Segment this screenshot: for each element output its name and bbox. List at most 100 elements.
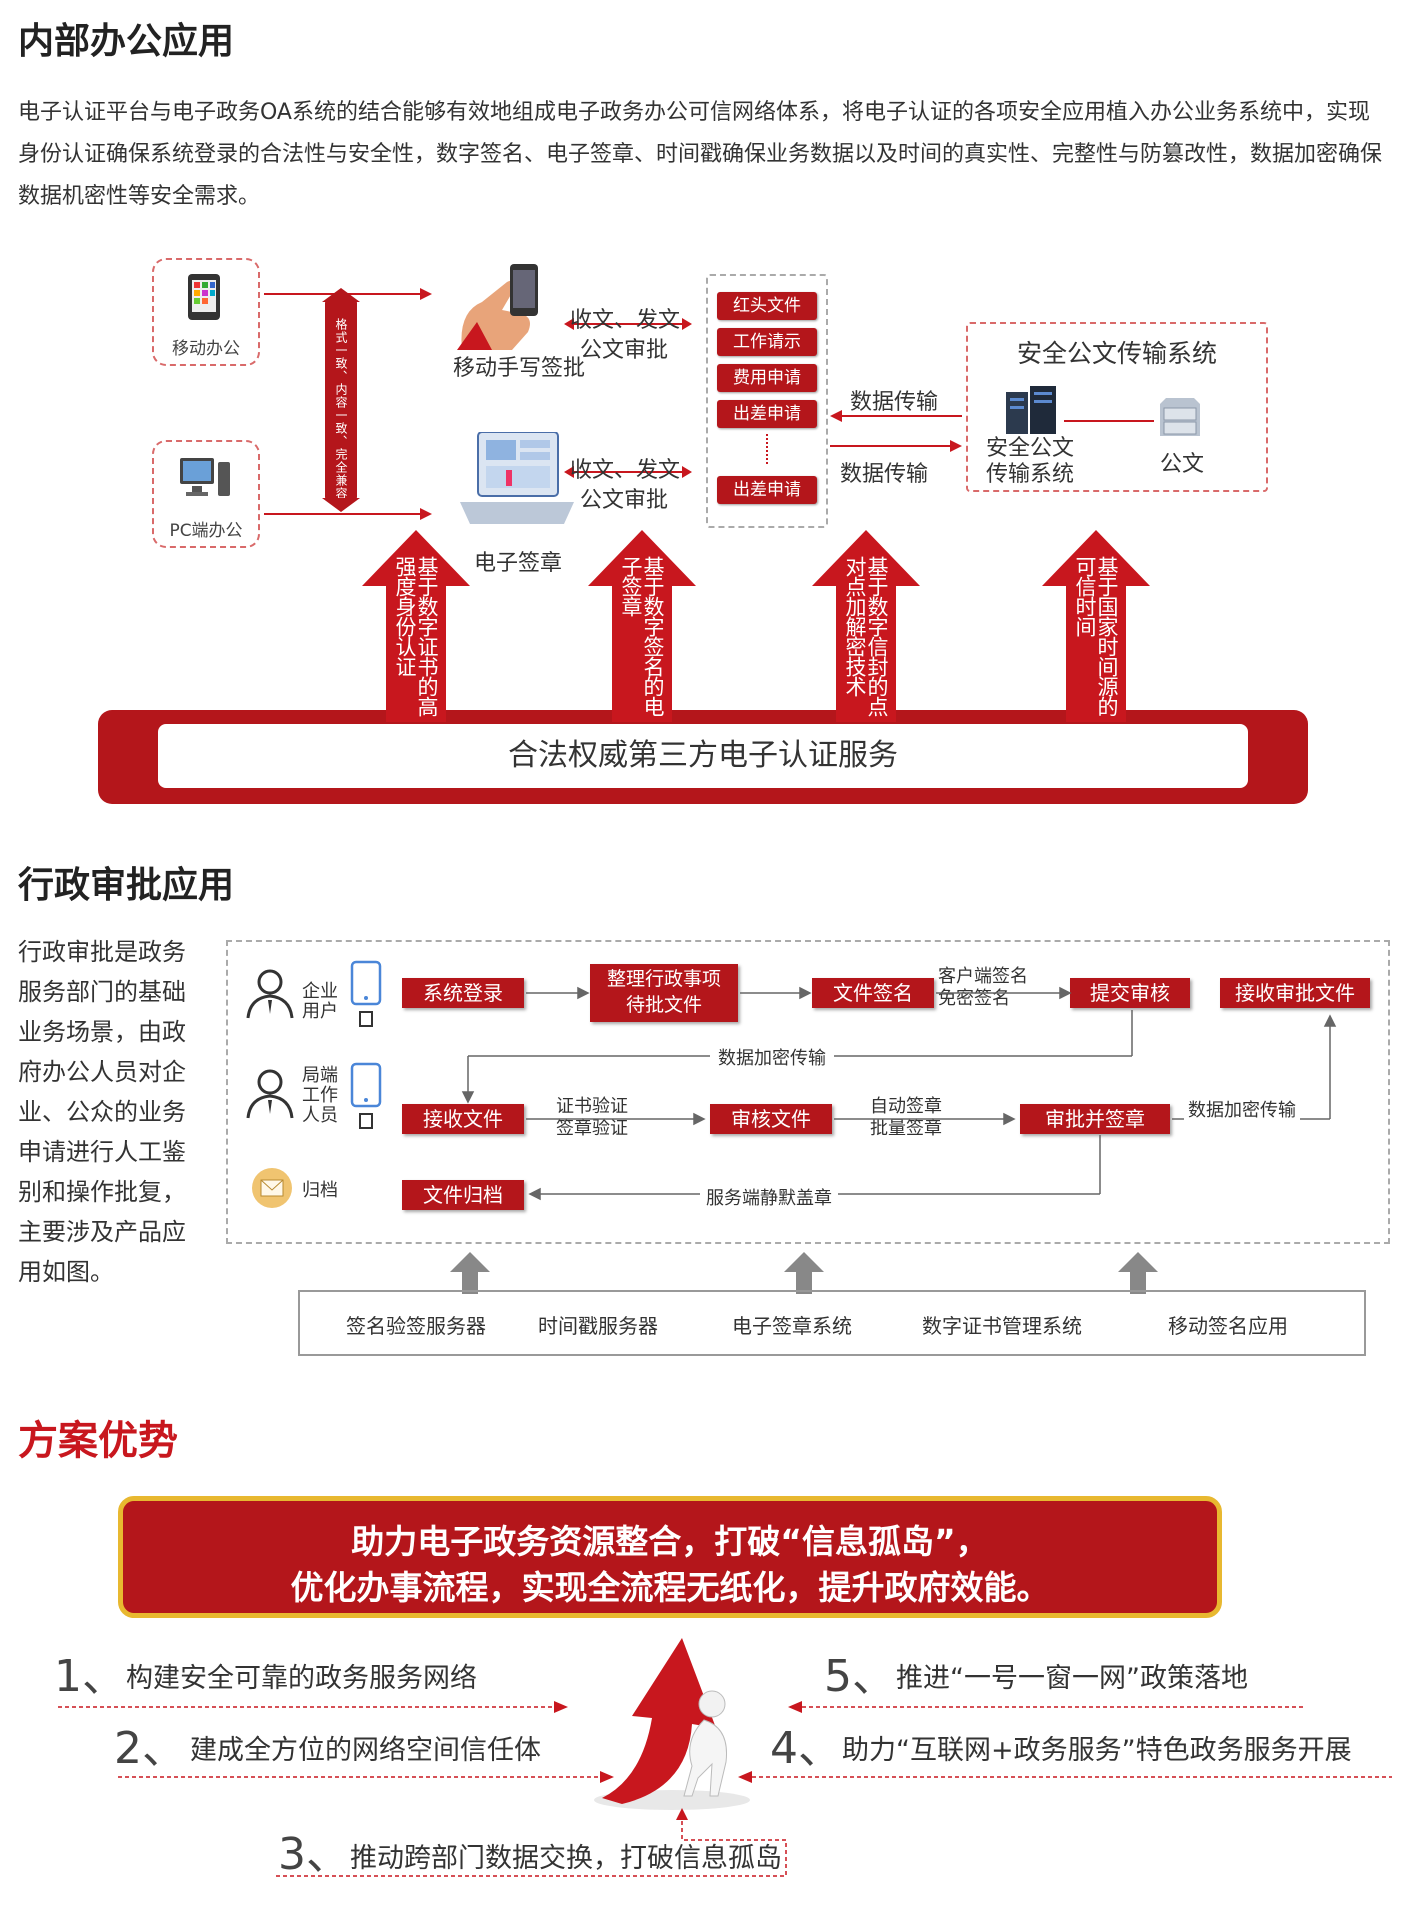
advantage-line-2 [118,1771,614,1783]
section2-description: 行政审批是政务服务部门的基础业务场景，由政府办公人员对企业、公众的业务申请进行人… [18,938,186,1286]
feature-arrow-4-text: 基于国家时间源的可信时间 [1073,556,1119,716]
feature-arrow-4: 基于国家时间源的可信时间 [1042,530,1150,722]
file-sign-step: 文件签名 [812,978,934,1008]
data-transfer-arrows [830,410,962,452]
submit-review-step: 提交审核 [1070,978,1190,1008]
product-item: 电子签章系统 [732,1314,852,1338]
mobile-phone-icon [350,1062,382,1129]
banner-top-tip [322,288,360,302]
archive-label: 归档 [302,1180,338,1201]
feature-arrow-1-text: 基于数字证书的高强度身份认证 [393,556,439,716]
secure-system-title: 安全公文传输系统 [1016,339,1217,368]
review-file-step: 审核文件 [710,1104,832,1134]
auto-seal-note: 自动签章 批量签章 [870,1096,942,1139]
archive-envelope-icon [252,1168,292,1208]
base-platform: 合法权威第三方电子认证服务 [98,710,1308,804]
feature-arrow-3-text: 基于数字信封的点对点加解密技术 [843,556,889,716]
advantage-line-1 [58,1701,568,1713]
approval-flow-connectors [461,986,1337,1201]
review-label-2: 公文审批 [580,488,669,513]
section1-description: 电子认证平台与电子政务OA系统的结合能够有效地组成电子政务办公可信网络体系，将电… [18,100,1383,209]
e-seal-label: 电子签章 [474,551,563,576]
phone-apps-icon [188,274,220,320]
recv-send-label-1: 收文、发文 [570,308,681,333]
advantage-line-4 [738,1771,1392,1783]
advantage-banner: 助力电子政务资源整合，打破“信息孤岛”， 优化办事流程，实现全流程无纸化，提升政… [118,1496,1222,1618]
server-cabinet-link [1064,420,1154,422]
server-rack-icon [1006,386,1056,434]
figure-pushing-arrow-icon [594,1638,750,1810]
advantage-num-1: 1、 [54,1651,126,1702]
section1-title: 内部办公应用 [18,21,235,62]
feature-arrow-1: 基于数字证书的高强度身份认证 [362,530,470,722]
advantage-line-5 [788,1701,1304,1713]
approval-flow-box [226,940,1390,1244]
data-transfer-label-2: 数据传输 [840,462,929,487]
pc-office-box: PC端办公 [152,440,260,548]
doc-type-item: 出差申请 [717,476,817,504]
secure-system-server-label: 安全公文 传输系统 [986,436,1075,487]
product-item: 签名验签服务器 [346,1314,486,1338]
compatibility-banner-text: 格式一致、内容一致、完全兼容 [334,318,348,500]
receive-approval-file-step: 接收审批文件 [1220,978,1370,1008]
pc-office-label: PC端办公 [169,521,243,541]
product-item: 时间戳服务器 [538,1314,658,1338]
bureau-staff-icon [246,1069,294,1119]
laptop-dashboard-icon [460,432,574,524]
review-label-1: 公文审批 [580,338,669,363]
product-item: 数字证书管理系统 [922,1314,1082,1338]
mobile-phone-icon [350,960,382,1027]
feature-arrow-3: 基于数字信封的点对点加解密技术 [812,530,920,722]
mobile-sign-label: 移动手写签批 [453,356,586,381]
gray-up-arrow [450,1252,490,1294]
base-service-label: 合法权威第三方电子认证服务 [158,724,1248,788]
enterprise-user-icon [246,969,294,1019]
section3-title: 方案优势 [18,1418,178,1464]
advantage-text-1: 构建安全可靠的政务服务网络 [126,1663,477,1694]
file-cabinet-icon [1160,398,1200,436]
section2-title: 行政审批应用 [18,865,235,906]
cert-verify-note: 证书验证 签章验证 [556,1096,628,1139]
banner-bottom-tip [322,498,360,512]
data-encrypt-label-1: 数据加密传输 [710,1044,834,1070]
products-bar: 签名验签服务器 时间戳服务器 电子签章系统 数字证书管理系统 移动签名应用 [298,1290,1366,1356]
gray-up-arrow [784,1252,824,1294]
doc-types-ellipsis [766,434,768,464]
data-transfer-label-1: 数据传输 [850,390,939,415]
feature-arrow-2: 基于数字签名的电子签章 [588,530,696,722]
advantage-text-5: 推进“一号一窗一网”政策落地 [896,1663,1248,1694]
doc-type-item: 出差申请 [717,400,817,428]
doc-type-item: 红头文件 [717,292,817,320]
feature-arrow-2-text: 基于数字签名的电子签章 [619,556,665,716]
server-seal-label: 服务端静默盖章 [700,1184,838,1210]
advantage-num-4: 4、 [770,1723,842,1774]
doc-flow-arrows [564,318,692,478]
doc-types-box: 红头文件 工作请示 费用申请 出差申请 出差申请 [706,274,828,528]
recv-send-label-2: 收文、发文 [570,458,681,483]
hand-phone-icon [457,264,538,350]
doc-type-item: 工作请示 [717,328,817,356]
advantage-banner-line2: 优化办事流程，实现全流程无纸化，提升政府效能。 [290,1568,1050,1607]
archive-file-step: 文件归档 [402,1180,524,1210]
compatibility-banner: 格式一致、内容一致、完全兼容 [325,300,357,500]
secure-doc-label: 公文 [1160,452,1205,477]
advantage-text-4: 助力“互联网+政务服务”特色政务服务开展 [842,1735,1352,1766]
advantage-text-2: 建成全方位的网络空间信任体 [190,1735,541,1766]
gray-up-arrow [1118,1252,1158,1294]
mobile-office-box: 移动办公 [152,258,260,366]
advantage-num-3: 3、 [278,1829,350,1880]
advantage-num-2: 2、 [114,1723,186,1774]
advantage-banner-line1: 助力电子政务资源整合，打破“信息孤岛”， [351,1522,989,1561]
advantage-text-3: 推动跨部门数据交换，打破信息孤岛 [350,1843,782,1874]
mobile-office-label: 移动办公 [172,339,240,359]
enterprise-user-label: 企业 用户 [302,981,338,1022]
doc-type-item: 费用申请 [717,364,817,392]
receive-file-step: 接收文件 [402,1104,524,1134]
approve-and-seal-step: 审批并签章 [1020,1104,1170,1134]
data-encrypt-label-2: 数据加密传输 [1184,1096,1300,1122]
advantage-num-5: 5、 [824,1651,896,1702]
product-item: 移动签名应用 [1168,1314,1288,1338]
system-login-step: 系统登录 [402,978,524,1008]
desktop-computer-icon [180,458,230,496]
organize-files-step: 整理行政事项 待批文件 [590,964,738,1022]
